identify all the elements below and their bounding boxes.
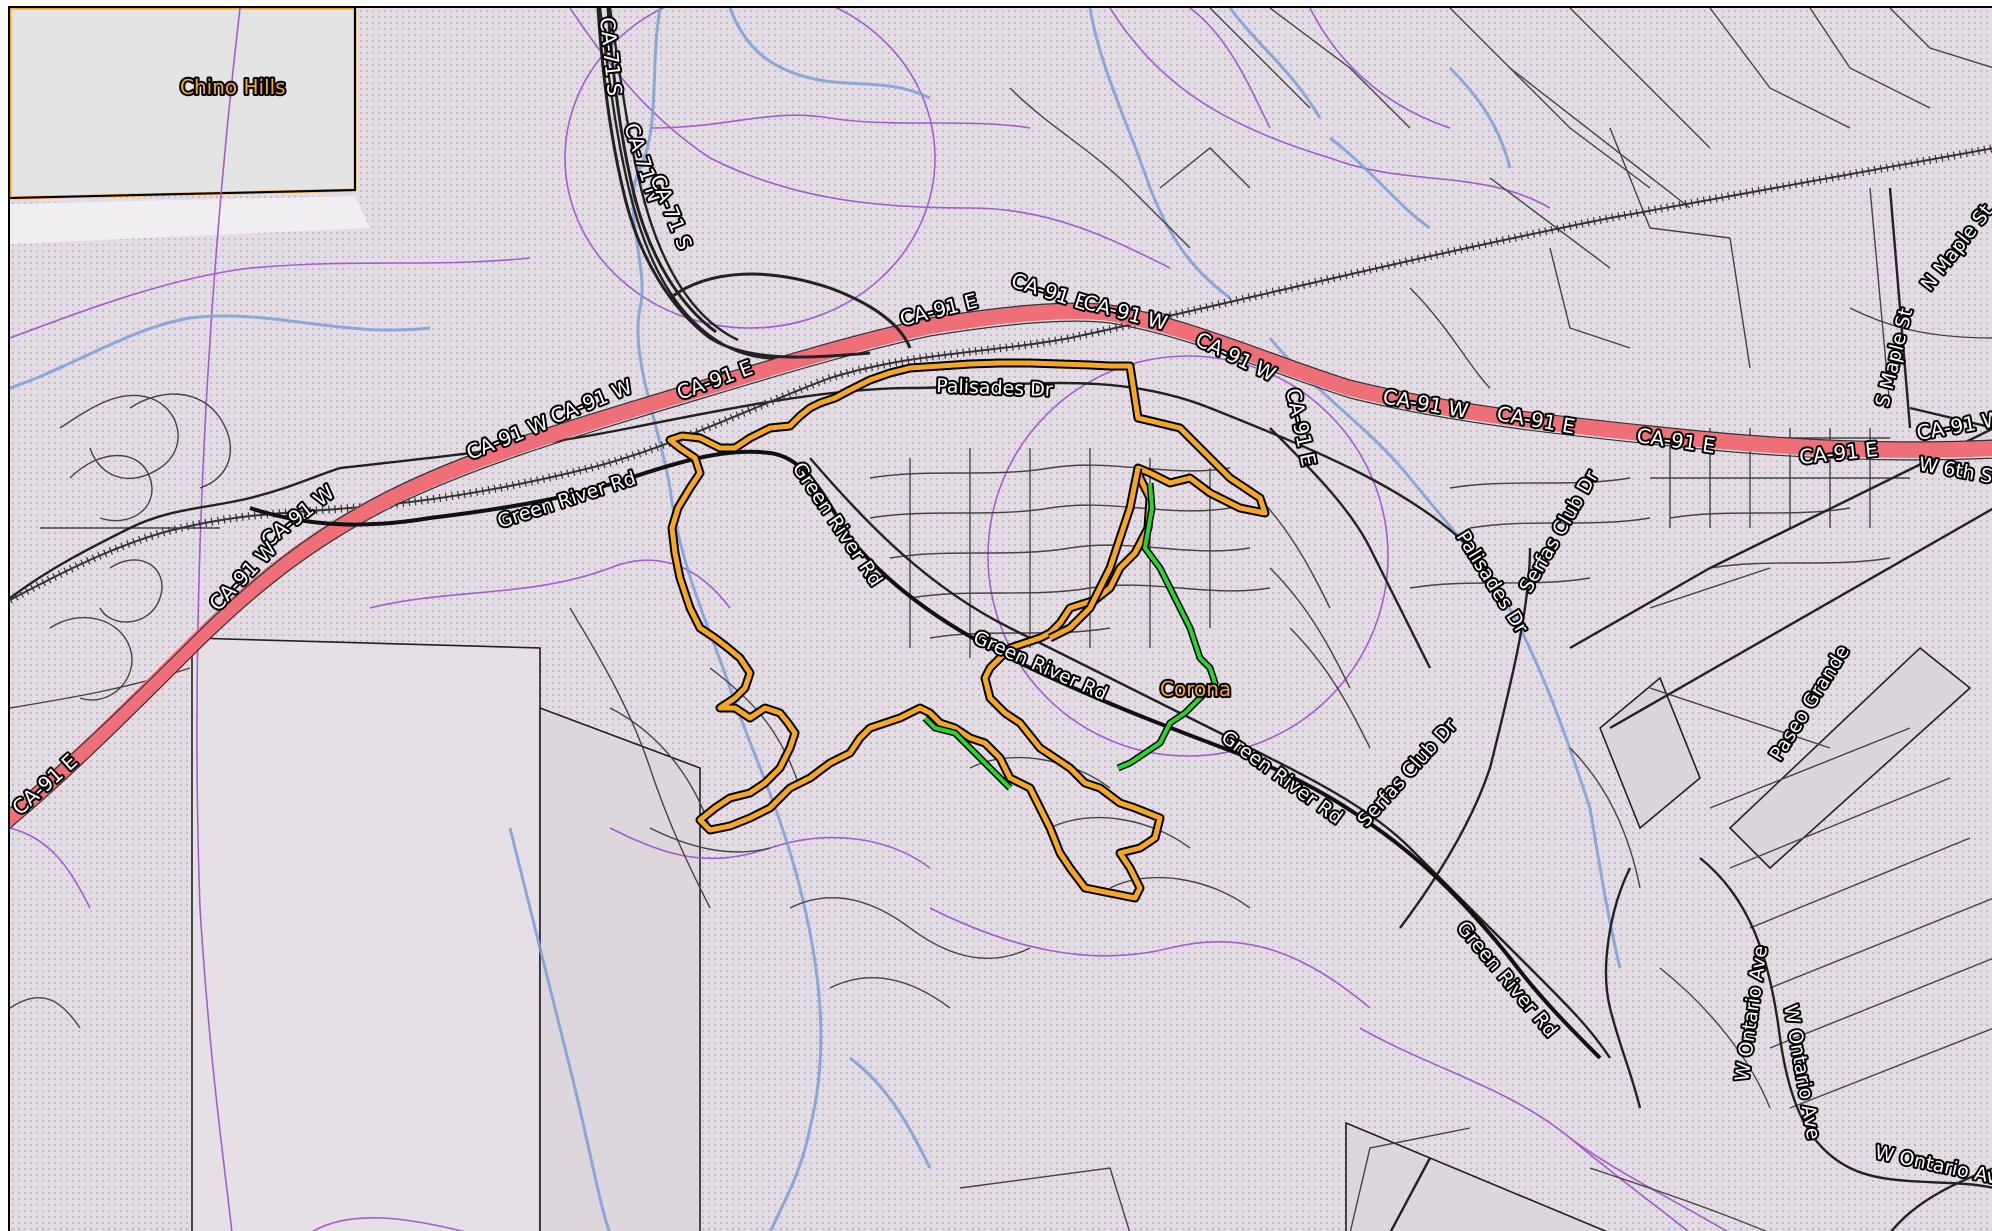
green-river-road	[249, 449, 1602, 1060]
chino-hills-edge	[10, 8, 356, 199]
chino-hills-area	[10, 8, 357, 200]
highway-ca-91	[10, 302, 1992, 829]
place-label-corona: Corona	[1160, 677, 1231, 701]
railway	[10, 144, 1992, 604]
map-canvas[interactable]: Chino Hills Corona CA-71 S CA-71 N CA-71…	[8, 6, 1992, 1231]
district-boundaries	[10, 8, 1729, 1231]
white-strip	[10, 196, 370, 244]
place-label-chino-hills: Chino Hills	[180, 75, 286, 99]
highway-ca-71	[596, 8, 912, 359]
road-label: Palisades Dr	[936, 375, 1053, 401]
major-roads	[10, 8, 1992, 1231]
minor-roads	[10, 8, 1992, 1231]
corona-boundary-fill	[667, 360, 1268, 901]
corona-inner-boundary	[1047, 467, 1143, 643]
trail	[922, 482, 1219, 791]
parcels	[191, 637, 1972, 1231]
